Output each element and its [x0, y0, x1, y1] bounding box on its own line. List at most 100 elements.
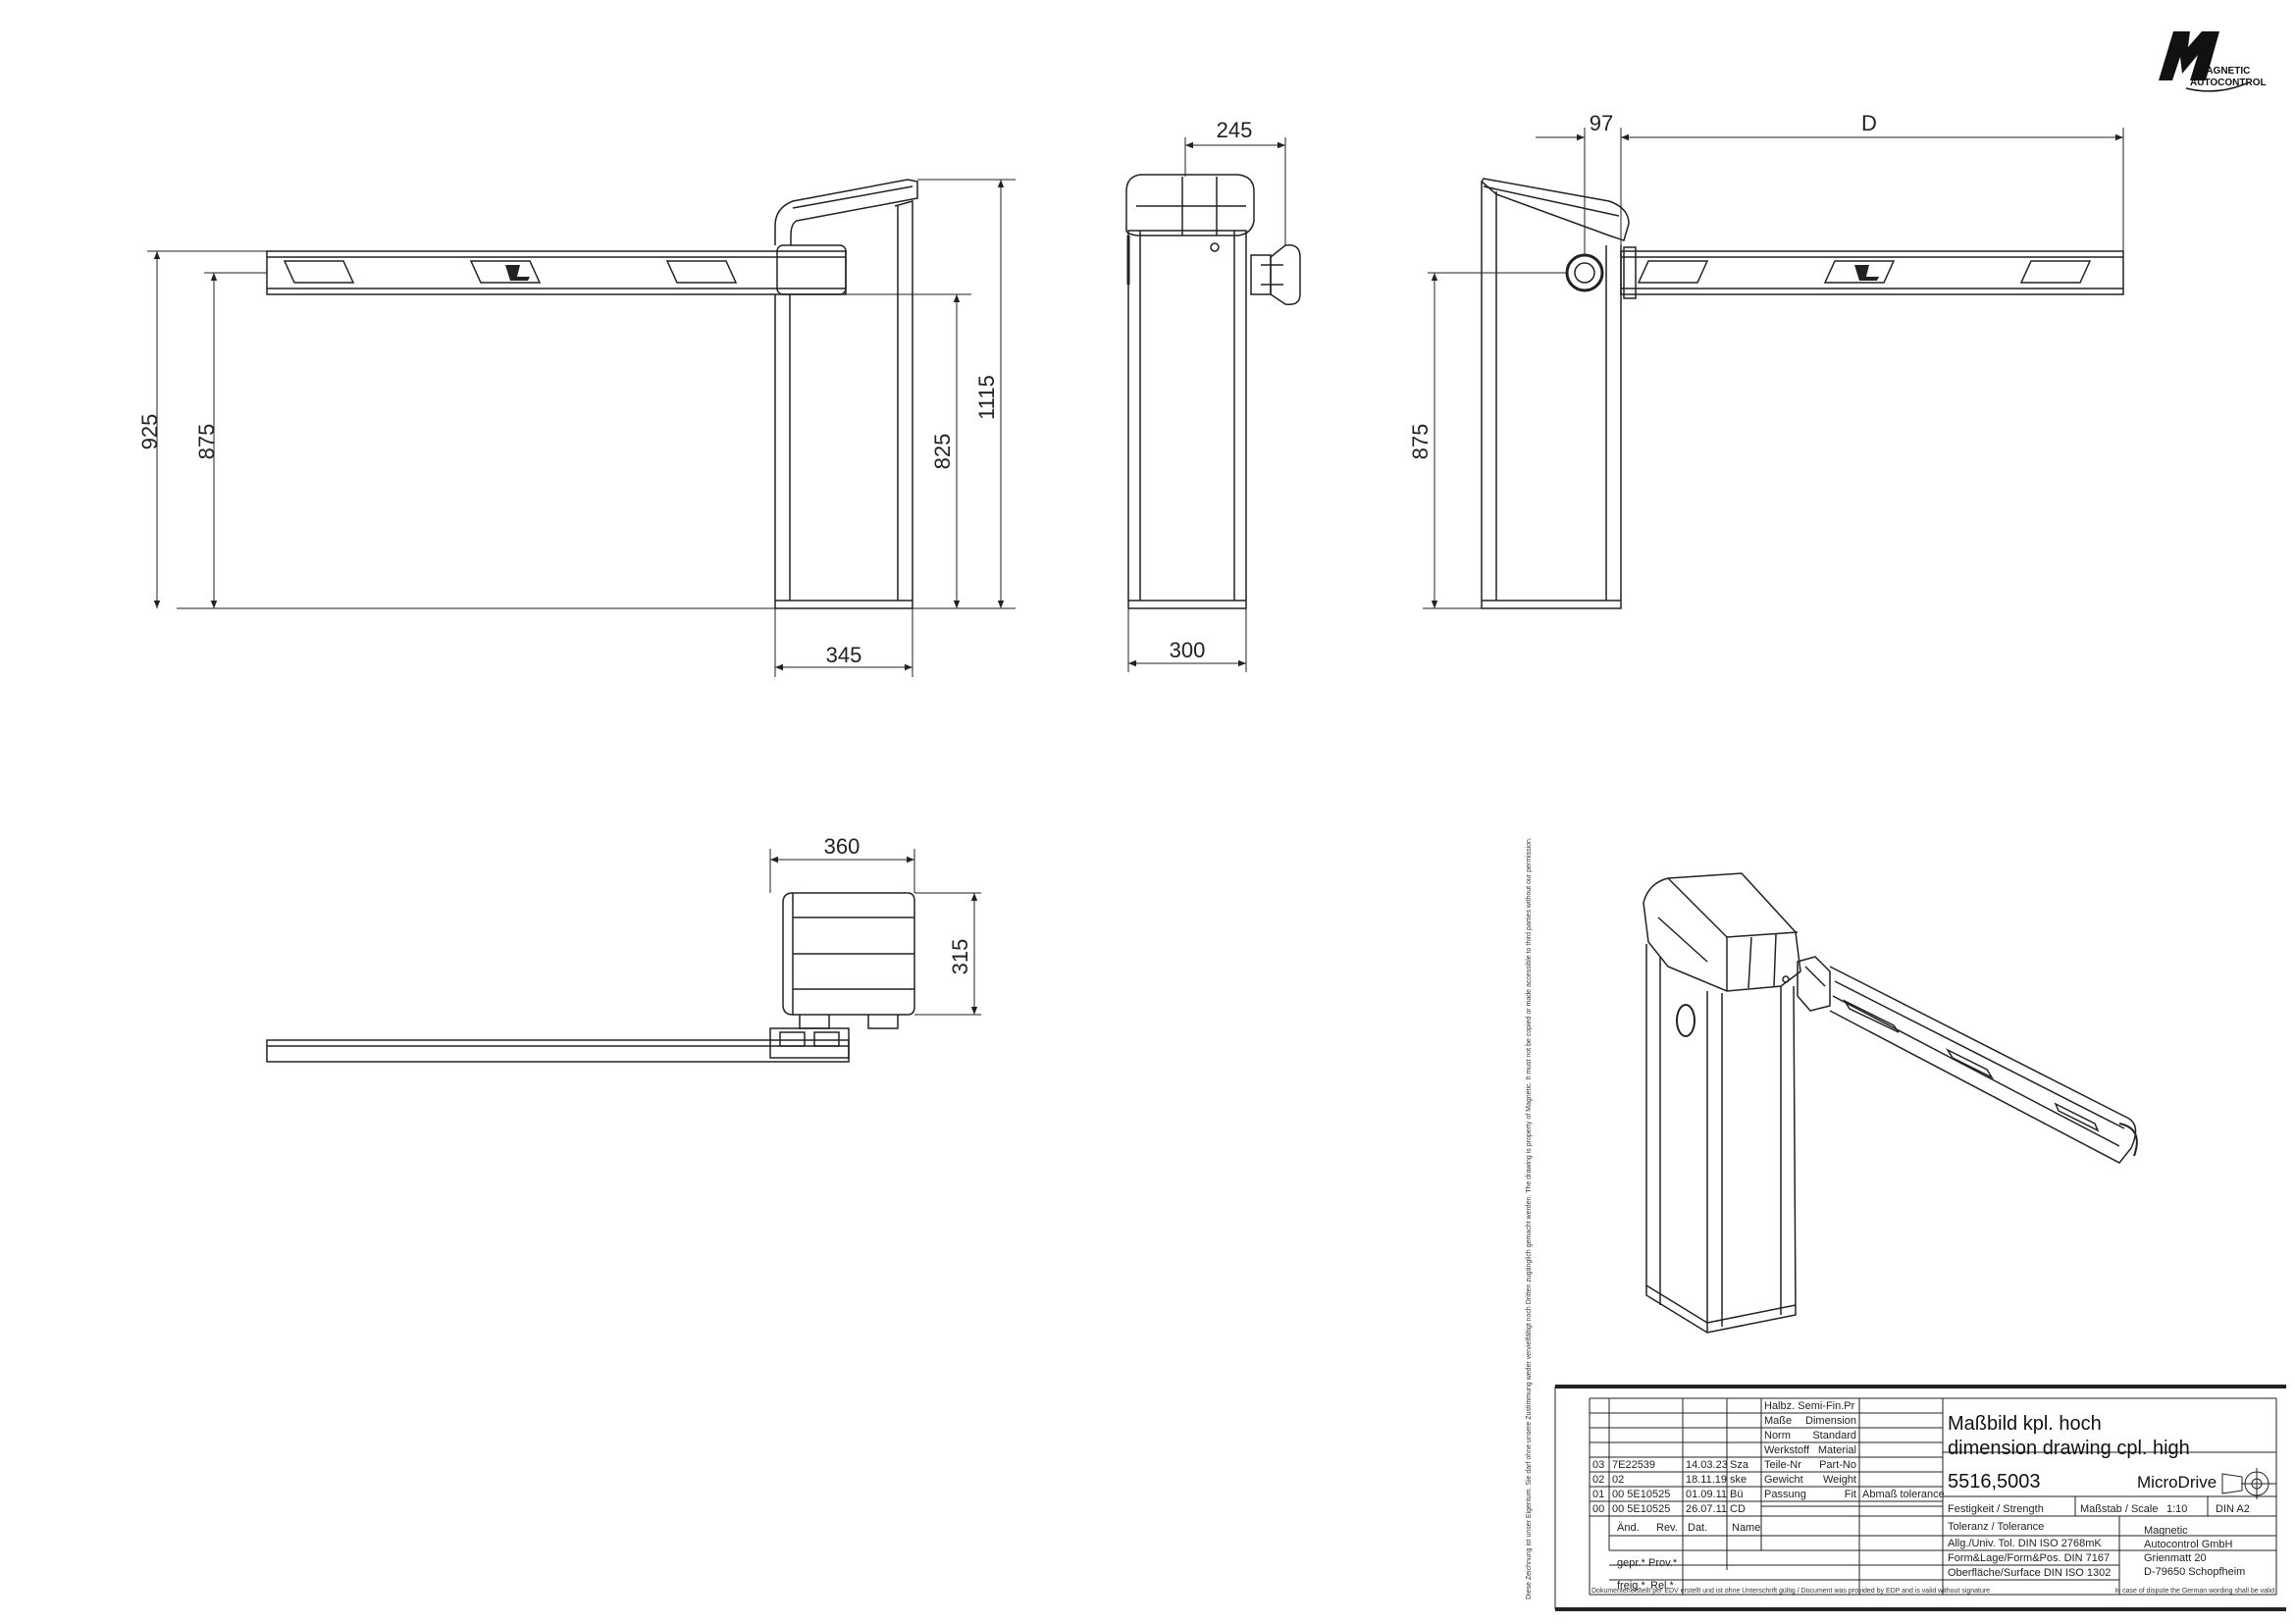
dim-875: 875: [194, 424, 219, 460]
label-toleranz: Toleranz / Tolerance: [1948, 1521, 2044, 1533]
label-standard: Standard: [1812, 1430, 1856, 1441]
label-material: Material: [1818, 1444, 1856, 1456]
view-front-left: 925 875 825 1115 345: [137, 179, 1016, 677]
iso-boom: [1829, 966, 2137, 1164]
label-aend: Änd.: [1617, 1522, 1640, 1534]
rev-date: 18.11.19: [1686, 1474, 1727, 1486]
boom-mount: [1250, 254, 1272, 295]
iso-reflector: [1945, 1048, 1995, 1079]
label-festigkeit: Festigkeit / Strength: [1948, 1503, 2044, 1515]
boom-logo-icon: [505, 265, 530, 281]
rev-ecn: 7E22539: [1612, 1459, 1655, 1471]
company-line: Grienmatt 20: [2144, 1552, 2207, 1564]
company-line: D-79650 Schopfheim: [2144, 1566, 2245, 1578]
view-right: 875 97 D: [1408, 111, 2124, 609]
boom-arm-right: [1620, 250, 2124, 295]
rev-ecn: 00 5E10525: [1612, 1489, 1670, 1500]
housing-front: [1127, 230, 1247, 609]
boom-arm-top: [266, 1039, 850, 1063]
hood-front: [1125, 174, 1255, 236]
title-block: Diese Zeichnung ist unser Eigentum. Sie …: [1526, 837, 2286, 1611]
label-rel: Rel.*: [1650, 1580, 1675, 1592]
label-halbz: Halbz. Semi-Fin.Pr: [1764, 1400, 1855, 1412]
label-prov: Prov.*: [1648, 1557, 1678, 1569]
view-isometric: [1643, 872, 2138, 1334]
label-massstab: Maßstab / Scale: [2080, 1503, 2158, 1515]
label-werkstoff: Werkstoff: [1764, 1444, 1810, 1456]
iso-boom-mount: [1797, 956, 1831, 1012]
logo: MAGNETIC AUTOCONTROL: [2159, 31, 2267, 92]
drawing-title-en: dimension drawing cpl. high: [1948, 1438, 2190, 1459]
label-norm: Norm: [1764, 1430, 1791, 1441]
reflector: [283, 260, 355, 284]
reflector: [2019, 260, 2092, 284]
rev-name: Sza: [1730, 1459, 1749, 1471]
rev-name: ske: [1730, 1474, 1747, 1486]
iso-column: [1645, 944, 1797, 1334]
iso-reflector: [2054, 1102, 2100, 1132]
side-note: Diese Zeichnung ist unser Eigentum. Sie …: [1526, 837, 1533, 1599]
logo-mark-icon: [2159, 31, 2219, 80]
dim-345: 345: [826, 643, 862, 667]
label-weight: Weight: [1823, 1474, 1856, 1486]
projection-symbol-icon: [2221, 1468, 2276, 1499]
label-abmass: Abmaß tolerance: [1862, 1489, 1945, 1500]
rev-date: 26.07.11: [1686, 1503, 1727, 1515]
rev-date: 01.09.11: [1686, 1489, 1727, 1500]
reflector: [469, 260, 542, 284]
label-rev: Rev.: [1656, 1522, 1678, 1534]
drawing-title-de: Maßbild kpl. hoch: [1948, 1413, 2102, 1435]
label-teile: Teile-Nr: [1764, 1459, 1801, 1471]
rev-idx: 00: [1592, 1503, 1604, 1515]
reflector: [1823, 260, 1896, 284]
screw-icon: [1210, 242, 1220, 252]
label-partno: Part-No: [1819, 1459, 1856, 1471]
dim-245: 245: [1217, 118, 1253, 142]
footer-note: Dokumentenerstellt per EDV erstellt und …: [1591, 1588, 1990, 1595]
dim-300: 300: [1170, 638, 1206, 662]
dim-925: 925: [137, 414, 162, 450]
rev-name: Bü: [1730, 1489, 1743, 1500]
label-masse: Maße: [1764, 1415, 1792, 1427]
boom-knob: [1270, 244, 1301, 306]
reflector: [665, 260, 738, 284]
rev-name: CD: [1730, 1503, 1746, 1515]
dim-360: 360: [824, 834, 861, 859]
label-form: Form&Lage/Form&Pos. DIN 7167: [1948, 1552, 2110, 1564]
housing-hood-right: [1481, 178, 1630, 241]
rev-ecn: 00 5E10525: [1612, 1503, 1670, 1515]
dim-D: D: [1861, 111, 1877, 135]
label-name: Name: [1732, 1522, 1760, 1534]
boom-hub: [776, 244, 847, 295]
label-passung: Passung: [1764, 1489, 1806, 1500]
reflector: [1637, 260, 1709, 284]
dim-825: 825: [930, 434, 955, 470]
company-line: Magnetic: [2144, 1525, 2188, 1537]
rev-idx: 01: [1592, 1489, 1604, 1500]
label-gepr: gepr.*: [1617, 1557, 1645, 1569]
view-front-narrow: 245 300: [1125, 118, 1301, 672]
iso-reflector: [1842, 999, 1900, 1033]
label-oberflaeche: Oberfläche/Surface DIN ISO 1302: [1948, 1567, 2111, 1579]
rev-idx: 02: [1592, 1474, 1604, 1486]
paper-size: DIN A2: [2216, 1503, 2250, 1515]
view-top: 360 315: [266, 834, 981, 1063]
label-allg: Allg./Univ. Tol. DIN ISO 2768mK: [1948, 1538, 2102, 1549]
dim-97: 97: [1590, 111, 1613, 135]
logo-line-1: MAGNETIC: [2198, 66, 2250, 77]
label-dat: Dat.: [1688, 1522, 1707, 1534]
housing-top: [782, 892, 915, 1016]
label-dimension: Dimension: [1805, 1415, 1856, 1427]
hub-circle: [1565, 253, 1604, 292]
label-freig: freig.*: [1617, 1580, 1645, 1592]
dim-315: 315: [948, 939, 972, 975]
rev-idx: 03: [1592, 1459, 1604, 1471]
drawing-number: 5516,5003: [1948, 1471, 2041, 1493]
housing-column: [774, 200, 913, 609]
product-name: MicroDrive: [2137, 1473, 2217, 1492]
company-line: Autocontrol GmbH: [2144, 1539, 2233, 1550]
dim-875-right: 875: [1408, 424, 1433, 460]
label-fit: Fit: [1845, 1489, 1856, 1500]
housing-hood: [774, 179, 918, 245]
